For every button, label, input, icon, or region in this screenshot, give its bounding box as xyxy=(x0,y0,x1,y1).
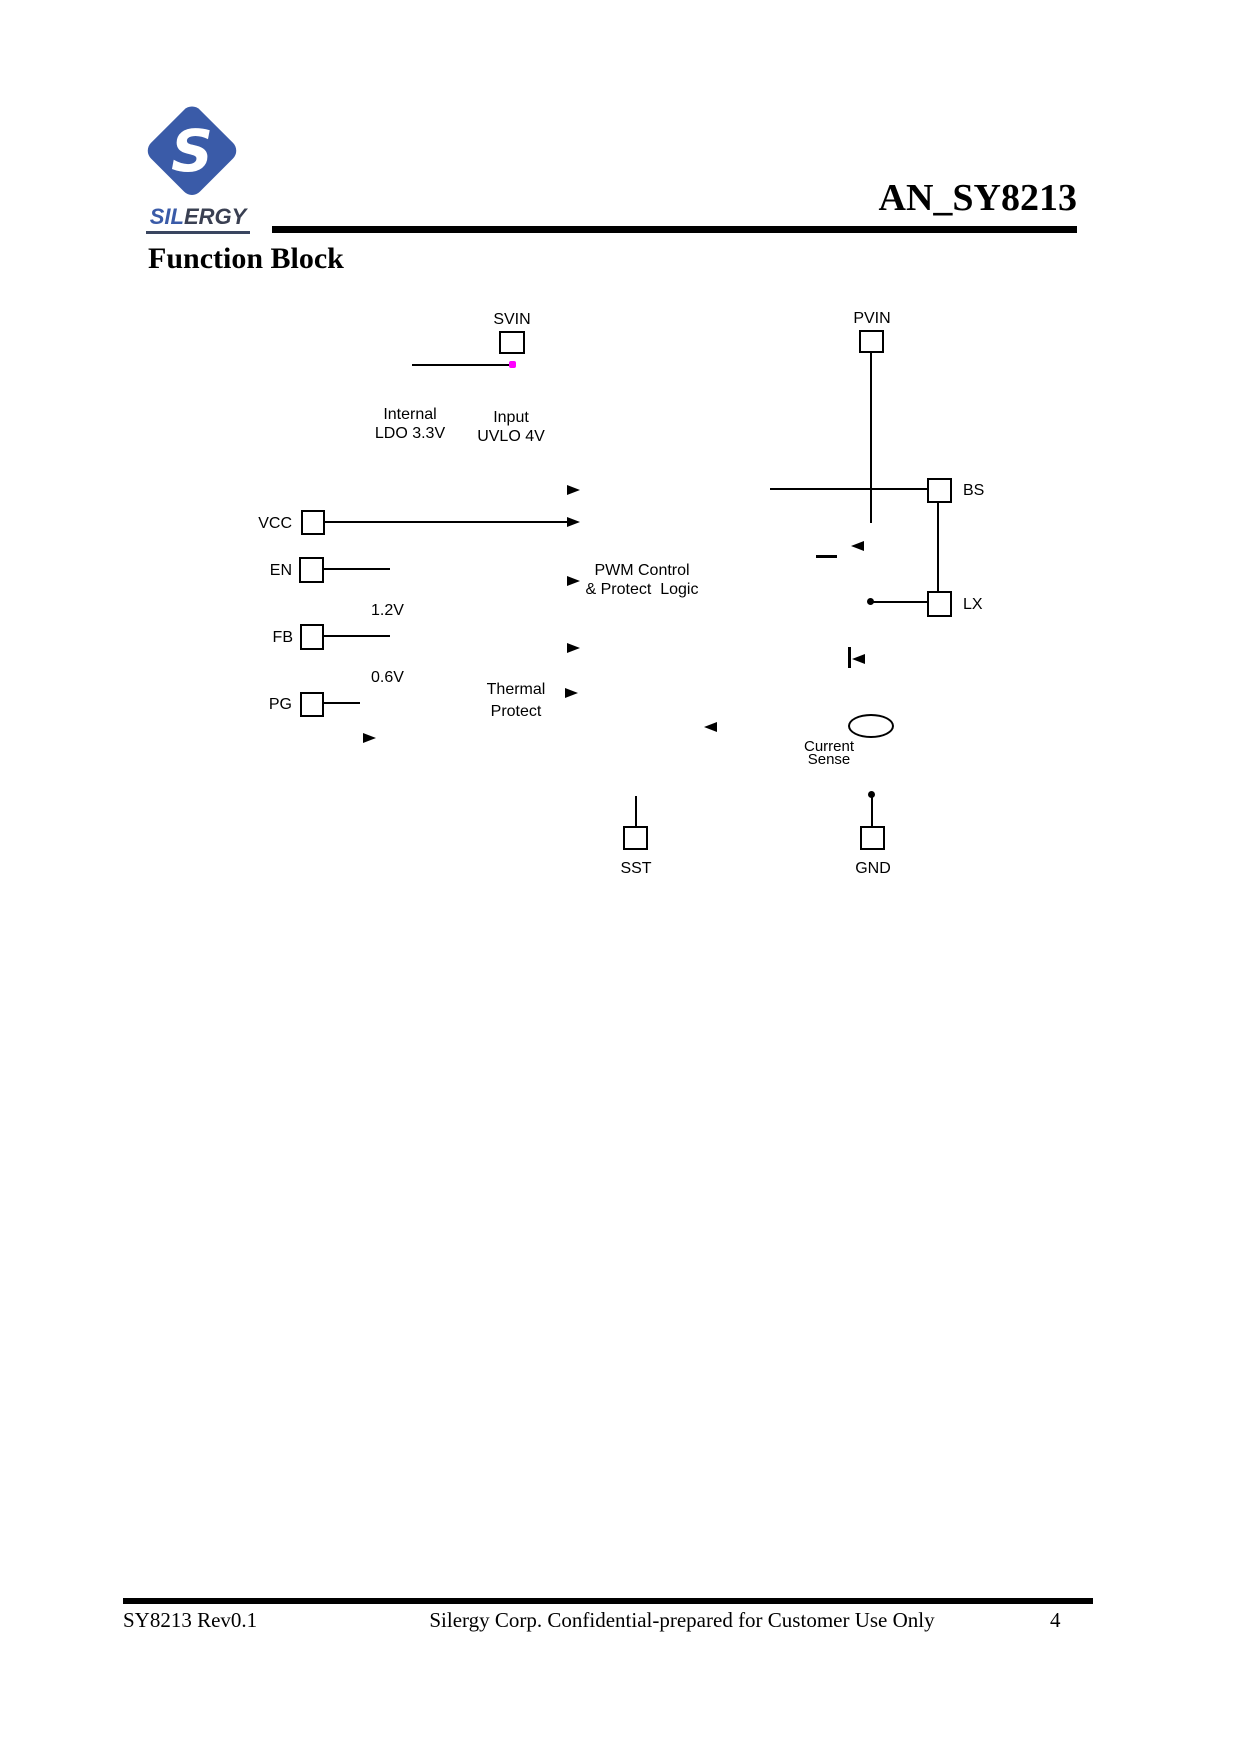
pin-box-bs xyxy=(927,478,952,503)
pin-label-vcc: VCC xyxy=(258,515,292,532)
pin-label-svin: SVIN xyxy=(493,311,531,328)
pin-label-pvin: PVIN xyxy=(853,310,891,327)
wire-sst xyxy=(635,796,637,826)
lowside-gate-bar xyxy=(848,647,851,668)
current-sense-ellipse xyxy=(848,714,894,738)
pin-box-sst xyxy=(623,826,648,850)
arrow-left-icon-highside-gate xyxy=(851,541,864,551)
wire-pg xyxy=(324,702,360,704)
pin-box-fb xyxy=(300,624,324,650)
block-label-current-sense: Current Sense xyxy=(803,738,855,768)
pin-box-gnd xyxy=(860,826,885,850)
reference-label-fb: 1.2V xyxy=(371,602,404,619)
wire-bs-to-lx xyxy=(937,503,939,591)
pin-box-pvin xyxy=(859,330,884,353)
wire-vcc xyxy=(325,521,573,523)
pin-label-gnd: GND xyxy=(855,860,891,877)
reference-label-pg: 0.6V xyxy=(371,669,404,686)
magenta-marker-dot xyxy=(509,361,516,368)
arrow-right-icon-fb xyxy=(567,643,580,653)
document-title: AN_SY8213 xyxy=(878,177,1077,219)
arrow-right-icon-pg xyxy=(363,733,376,743)
arrow-right-icon-thermal xyxy=(565,688,578,698)
wire-pvin-vertical xyxy=(870,353,872,523)
pin-label-en: EN xyxy=(269,562,292,579)
silergy-logo-icon: S xyxy=(138,94,246,208)
wire-en xyxy=(324,568,390,570)
arrow-right-icon-uvlo xyxy=(567,485,580,495)
arrow-left-icon-lowside-gate xyxy=(852,654,865,664)
wire-svin xyxy=(412,364,514,366)
arrow-left-icon-current-sense xyxy=(704,722,717,732)
block-label-thermal-protect: Thermal Protect xyxy=(486,681,546,720)
wordmark-suffix: ERGY xyxy=(183,204,247,229)
junction-dot-lx xyxy=(867,598,874,605)
wire-gnd xyxy=(871,795,873,826)
pin-box-svin xyxy=(499,331,525,354)
silergy-wordmark: SILERGY xyxy=(146,204,250,234)
header-rule xyxy=(272,226,1077,233)
section-title: Function Block xyxy=(148,242,344,275)
block-label-pwm-control: PWM Control & Protect Logic xyxy=(585,562,699,598)
pin-label-bs: BS xyxy=(963,482,985,499)
footer-confidential-note: Silergy Corp. Confidential-prepared for … xyxy=(429,1608,935,1632)
wordmark-prefix: SIL xyxy=(149,204,184,229)
junction-dot-gnd xyxy=(868,791,875,798)
pin-box-lx xyxy=(927,591,952,617)
highside-gate-dash xyxy=(816,555,837,558)
pin-label-sst: SST xyxy=(620,860,652,877)
pin-box-vcc xyxy=(301,510,325,535)
pin-label-pg: PG xyxy=(268,696,292,713)
pin-label-fb: FB xyxy=(272,629,293,646)
footer-page-number: 4 xyxy=(1050,1608,1061,1632)
block-label-input-uvlo: Input UVLO 4V xyxy=(477,409,545,445)
pin-label-lx: LX xyxy=(963,596,983,613)
pin-box-en xyxy=(299,557,324,583)
footer-rule xyxy=(123,1598,1093,1604)
arrow-right-icon-pwm xyxy=(567,576,580,586)
arrowhead-right-icon-vcc xyxy=(567,517,580,527)
wire-bs-horizontal xyxy=(770,488,927,490)
block-label-internal-ldo: Internal LDO 3.3V xyxy=(374,406,446,442)
footer-revision: SY8213 Rev0.1 xyxy=(123,1608,258,1632)
wire-lx xyxy=(871,601,927,603)
pin-box-pg xyxy=(300,692,324,717)
wire-fb xyxy=(324,635,390,637)
svg-text:S: S xyxy=(171,117,213,185)
